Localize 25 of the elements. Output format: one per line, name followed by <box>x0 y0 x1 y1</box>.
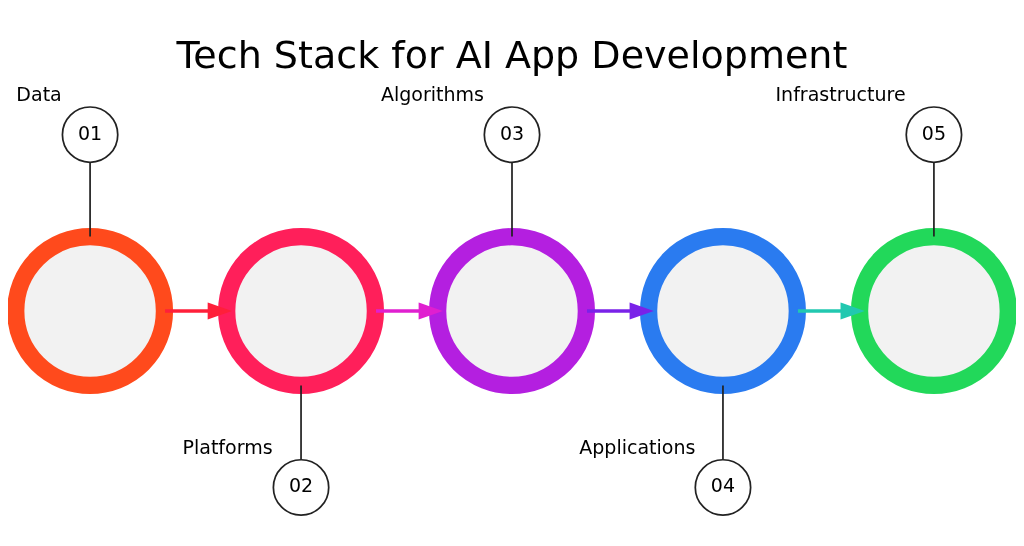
node-circle <box>639 228 806 395</box>
node-circle <box>429 228 595 395</box>
connector <box>89 161 91 238</box>
node-circle: 03 <box>483 106 541 164</box>
node-label: Platforms <box>182 436 273 459</box>
connector <box>933 161 935 238</box>
arrow <box>376 302 443 320</box>
node-circle: 05 <box>905 106 963 164</box>
connector <box>511 161 513 238</box>
connector <box>722 384 724 461</box>
arrow <box>797 302 865 320</box>
node-label: Data <box>16 83 62 106</box>
arrow <box>587 302 654 320</box>
node-label: Algorithms <box>380 83 484 106</box>
node-circle: 04 <box>694 458 752 516</box>
node-circle <box>8 228 174 395</box>
node-label: Applications <box>579 436 696 459</box>
node-circle: 02 <box>272 458 330 516</box>
node-circle <box>850 228 1016 395</box>
node-label: Infrastructure <box>775 83 906 106</box>
diagram-title: Tech Stack for AI App Development <box>176 33 848 78</box>
arrow <box>165 302 232 320</box>
node-circle: 01 <box>61 106 119 164</box>
connector <box>300 384 302 461</box>
node-circle <box>218 228 385 395</box>
